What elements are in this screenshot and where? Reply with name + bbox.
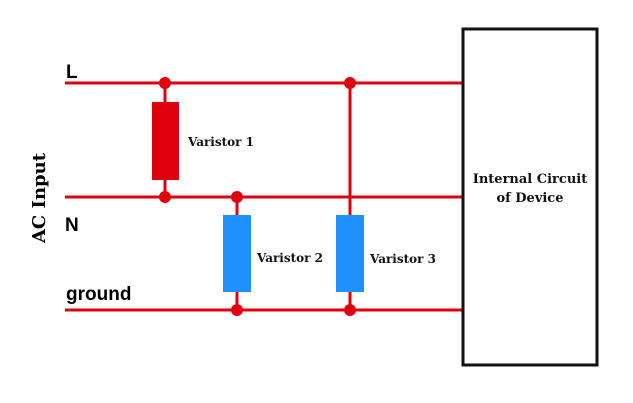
device-box [461, 27, 599, 367]
line-label-ground: ground [66, 284, 131, 305]
ac-input-label: AC Input [29, 152, 50, 244]
junction-dot [231, 304, 243, 316]
junction-dot [159, 191, 171, 203]
device-label-line1: Internal Circuit [473, 172, 587, 187]
varistor-2-label: Varistor 2 [256, 251, 323, 265]
junction-dot [231, 191, 243, 203]
line-label-L: L [66, 62, 78, 83]
varistor-2-body [223, 215, 251, 292]
device-label-line2: of Device [496, 191, 563, 206]
line-label-N: N [65, 215, 79, 236]
junction-dot [344, 77, 356, 89]
varistor-3-label: Varistor 3 [369, 252, 436, 266]
junction-dot [344, 304, 356, 316]
junction-dot [159, 77, 171, 89]
varistor-3-body [336, 215, 364, 292]
varistor-1-body [152, 102, 179, 180]
varistor-1-label: Varistor 1 [187, 135, 254, 149]
